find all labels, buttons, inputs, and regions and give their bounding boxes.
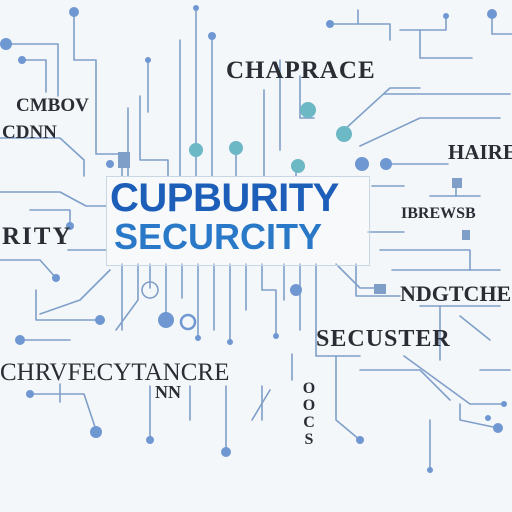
label-nn: NN [155,382,181,402]
label-ndgtch: NDGTCHE [400,281,512,306]
label-chaprace: CHAPRACE [226,57,376,84]
central-title-frame [106,176,370,266]
circuit-traces [0,7,512,471]
title-security: SECURCITY [114,216,323,257]
label-haire: HAIRE [448,140,512,164]
label-secuster: SECUSTER [316,326,451,352]
label-cdnn: CDNN [2,122,57,143]
label-cmbov: CMBOV [16,95,89,116]
circuit-nodes [0,5,507,473]
label-chrvfec: CHRVFECYTANCRE [0,359,230,386]
title-cuprity: CUPBURITY [110,176,339,220]
label-vertical: OOCS [302,380,316,448]
label-ibrewsb: IBREWSB [401,205,476,222]
label-rity: RITY [2,223,73,250]
